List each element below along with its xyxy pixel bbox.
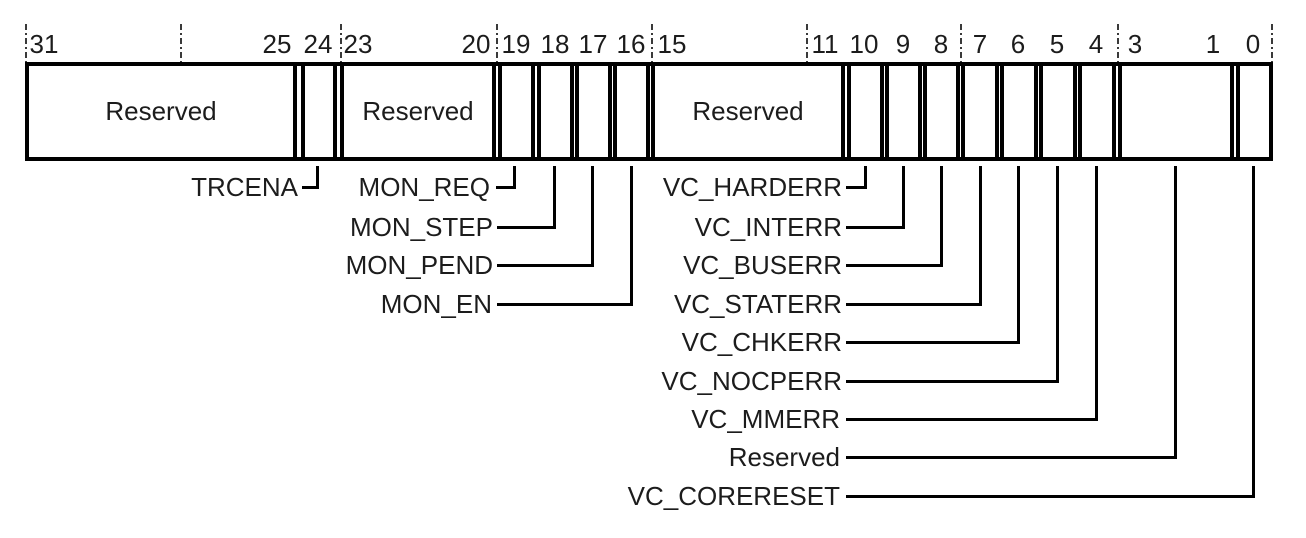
leader-mon-en-vertical bbox=[630, 166, 633, 306]
cell-bit-17 bbox=[575, 62, 612, 161]
cell-bit-6 bbox=[1000, 62, 1038, 161]
leader-vc-interr-horizontal bbox=[846, 226, 905, 229]
leader-vc-mmerr-vertical bbox=[1095, 166, 1098, 421]
field-label-vc-harderr: VC_HARDERR bbox=[662, 172, 842, 202]
cell-bits-23-20: Reserved bbox=[340, 62, 496, 161]
leader-mon-req-vertical bbox=[513, 166, 516, 189]
leader-mon-pend-vertical bbox=[591, 166, 594, 267]
nibble-tick-8-7 bbox=[960, 24, 962, 62]
cell-bit-8 bbox=[923, 62, 960, 161]
cell-bit-24 bbox=[301, 62, 337, 161]
nibble-tick-16-15 bbox=[651, 24, 653, 62]
leader-vc-chkerr-horizontal bbox=[846, 341, 1020, 344]
bit-number-16: 16 bbox=[616, 29, 646, 59]
leader-mon-pend-horizontal bbox=[497, 264, 594, 267]
leader-mon-en-horizontal bbox=[497, 303, 633, 306]
field-label-mon-step: MON_STEP bbox=[349, 212, 493, 242]
nibble-tick-24-23 bbox=[340, 24, 342, 62]
bit-number-6: 6 bbox=[1010, 29, 1026, 59]
leader-vc-mmerr-horizontal bbox=[846, 418, 1098, 421]
leader-vc-nocperr-vertical bbox=[1056, 166, 1059, 383]
leader-reserved-3-1-vertical bbox=[1174, 166, 1177, 459]
bit-number-8: 8 bbox=[933, 29, 949, 59]
bit-number-4: 4 bbox=[1088, 29, 1104, 59]
bit-number-31: 31 bbox=[29, 29, 59, 59]
leader-vc-staterr-horizontal bbox=[846, 303, 982, 306]
cell-bit-4 bbox=[1078, 62, 1116, 161]
bit-number-25: 25 bbox=[262, 29, 292, 59]
bit-number-9: 9 bbox=[895, 29, 911, 59]
leader-vc-buserr-horizontal bbox=[846, 264, 943, 267]
leader-vc-staterr-vertical bbox=[979, 166, 982, 306]
field-label-mon-req: MON_REQ bbox=[358, 172, 490, 202]
bit-number-20: 20 bbox=[461, 29, 491, 59]
leader-vc-interr-vertical bbox=[902, 166, 905, 229]
leader-vc-buserr-vertical bbox=[940, 166, 943, 267]
field-label-trcena: TRCENA bbox=[191, 172, 298, 202]
field-label-mon-pend: MON_PEND bbox=[345, 250, 493, 280]
bit-number-23: 23 bbox=[343, 29, 373, 59]
nibble-tick-4-3 bbox=[1117, 24, 1119, 62]
leader-vc-nocperr-horizontal bbox=[846, 380, 1059, 383]
cell-bit-0 bbox=[1236, 62, 1273, 161]
bit-number-3: 3 bbox=[1127, 29, 1143, 59]
register-bottom-rail bbox=[25, 157, 1273, 161]
cell-bit-7 bbox=[961, 62, 999, 161]
nibble-tick-0 bbox=[1271, 24, 1273, 62]
nibble-tick-20-19 bbox=[496, 24, 498, 62]
cell-bit-5 bbox=[1039, 62, 1077, 161]
cell-bits-15-11: Reserved bbox=[651, 62, 845, 161]
leader-vc-corereset-vertical bbox=[1252, 166, 1255, 498]
cell-label: Reserved bbox=[692, 96, 804, 126]
field-label-vc-chkerr: VC_CHKERR bbox=[681, 327, 842, 357]
field-label-mon-en: MON_EN bbox=[380, 289, 492, 319]
bit-number-1: 1 bbox=[1205, 29, 1221, 59]
field-label-vc-nocperr: VC_NOCPERR bbox=[661, 366, 842, 396]
bit-number-17: 17 bbox=[578, 29, 608, 59]
bit-number-18: 18 bbox=[540, 29, 570, 59]
bit-number-24: 24 bbox=[303, 29, 333, 59]
bit-number-10: 10 bbox=[849, 29, 879, 59]
field-label-vc-staterr: VC_STATERR bbox=[673, 289, 842, 319]
leader-vc-harderr-vertical bbox=[864, 166, 867, 189]
leader-mon-step-vertical bbox=[553, 166, 556, 229]
bit-number-7: 7 bbox=[972, 29, 988, 59]
cell-bits-31-25: Reserved bbox=[25, 62, 297, 161]
leader-mon-req-horizontal bbox=[496, 186, 516, 189]
leader-vc-harderr-horizontal bbox=[846, 186, 867, 189]
register-top-rail bbox=[25, 62, 1273, 66]
bit-number-0: 0 bbox=[1245, 29, 1261, 59]
cell-label: Reserved bbox=[105, 96, 217, 126]
cell-label: Reserved bbox=[362, 96, 474, 126]
leader-vc-corereset-horizontal bbox=[846, 495, 1255, 498]
field-label-vc-mmerr: VC_MMERR bbox=[691, 404, 840, 434]
cell-bit-16 bbox=[613, 62, 650, 161]
bit-number-11: 11 bbox=[811, 29, 839, 59]
field-label-vc-interr: VC_INTERR bbox=[694, 212, 842, 242]
field-label-vc-buserr: VC_BUSERR bbox=[683, 250, 842, 280]
cell-bit-19 bbox=[498, 62, 535, 161]
cell-bit-10 bbox=[847, 62, 884, 161]
bit-number-5: 5 bbox=[1049, 29, 1065, 59]
leader-mon-step-horizontal bbox=[497, 226, 556, 229]
field-label-reserved-3-1: Reserved bbox=[728, 442, 840, 472]
field-label-vc-corereset: VC_CORERESET bbox=[627, 481, 840, 511]
bit-number-19: 19 bbox=[501, 29, 531, 59]
leader-trcena-vertical bbox=[316, 166, 319, 189]
leader-trcena-horizontal bbox=[302, 186, 319, 189]
cell-bit-18 bbox=[537, 62, 574, 161]
nibble-tick-12-11 bbox=[806, 24, 808, 62]
leader-reserved-3-1-horizontal bbox=[846, 456, 1177, 459]
leader-vc-chkerr-vertical bbox=[1017, 166, 1020, 344]
cell-bits-3-1 bbox=[1118, 62, 1234, 161]
bit-number-15: 15 bbox=[657, 29, 687, 59]
cell-bit-9 bbox=[885, 62, 922, 161]
nibble-tick-31 bbox=[25, 24, 27, 62]
nibble-tick-28-27 bbox=[180, 24, 182, 62]
